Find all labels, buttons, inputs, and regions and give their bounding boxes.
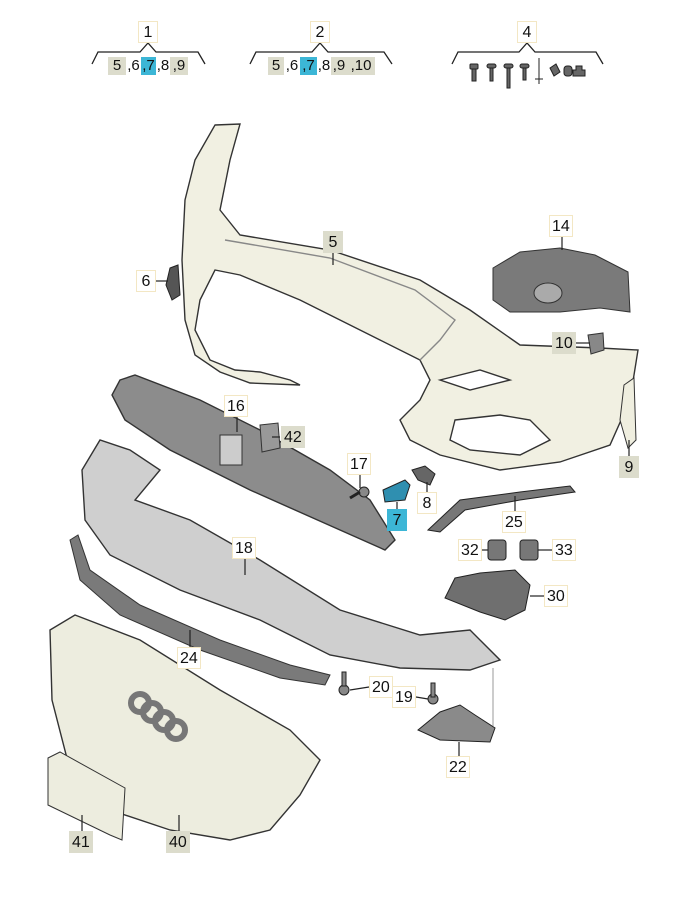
callout-24[interactable]: 24 [177, 647, 201, 669]
screw-17 [349, 486, 370, 500]
ref-8[interactable]: ,8 [156, 57, 170, 75]
callout-2[interactable]: 2 [310, 21, 330, 43]
part-18 [81, 439, 502, 671]
part-32 [487, 539, 507, 561]
callout-32[interactable]: 32 [458, 539, 482, 561]
part-30 [444, 569, 531, 621]
callout-14[interactable]: 14 [549, 215, 573, 237]
callout-6[interactable]: 6 [136, 270, 156, 292]
part-22 [417, 704, 496, 743]
callout-1[interactable]: 1 [138, 21, 158, 43]
part-9 [619, 377, 637, 449]
ref-10[interactable]: ,10 [347, 57, 375, 75]
callout-42[interactable]: 42 [281, 426, 305, 448]
ref-5[interactable]: 5 [108, 57, 126, 75]
callout-22[interactable]: 22 [446, 756, 470, 778]
part-24 [69, 534, 331, 686]
callout-8[interactable]: 8 [417, 492, 437, 514]
audi-rings-icon [128, 691, 188, 742]
ref-9[interactable]: ,9 [331, 57, 347, 75]
callout-30[interactable]: 30 [544, 585, 568, 607]
callout-10[interactable]: 10 [552, 332, 576, 354]
callout-19[interactable]: 19 [392, 686, 416, 708]
callout-7[interactable]: 7 [387, 509, 407, 531]
ref-5[interactable]: 5 [268, 57, 284, 75]
part-8 [411, 465, 436, 486]
part-16 [111, 374, 396, 551]
callout-40[interactable]: 40 [166, 831, 190, 853]
callout-4[interactable]: 4 [517, 21, 537, 43]
part-42 [259, 422, 281, 453]
ref-7[interactable]: ,7 [300, 57, 317, 75]
callout-33[interactable]: 33 [552, 539, 576, 561]
ref-7[interactable]: ,7 [141, 57, 156, 75]
callout-18[interactable]: 18 [232, 537, 256, 559]
callout-25[interactable]: 25 [502, 511, 526, 533]
part-33 [519, 539, 539, 561]
bumper-cover-part [181, 123, 639, 471]
ref-9[interactable]: ,9 [170, 57, 188, 75]
callout-17[interactable]: 17 [347, 453, 371, 475]
callout-20[interactable]: 20 [369, 676, 393, 698]
part-25 [426, 485, 576, 533]
callout-16[interactable]: 16 [224, 395, 248, 417]
part-10 [587, 332, 605, 355]
part-41-plate [47, 751, 126, 841]
callout-41[interactable]: 41 [69, 831, 93, 853]
callout-9[interactable]: 9 [619, 456, 639, 478]
part-14 [492, 247, 631, 313]
header-brackets [91, 42, 604, 65]
ref-6[interactable]: ,6 [126, 57, 141, 75]
ref-8[interactable]: ,8 [317, 57, 331, 75]
callout-5[interactable]: 5 [323, 231, 343, 253]
leader-lines [81, 237, 630, 831]
ref-6[interactable]: ,6 [284, 57, 300, 75]
fastener-set-icon [469, 58, 586, 89]
part-7 [382, 479, 411, 503]
part-6 [165, 264, 181, 301]
